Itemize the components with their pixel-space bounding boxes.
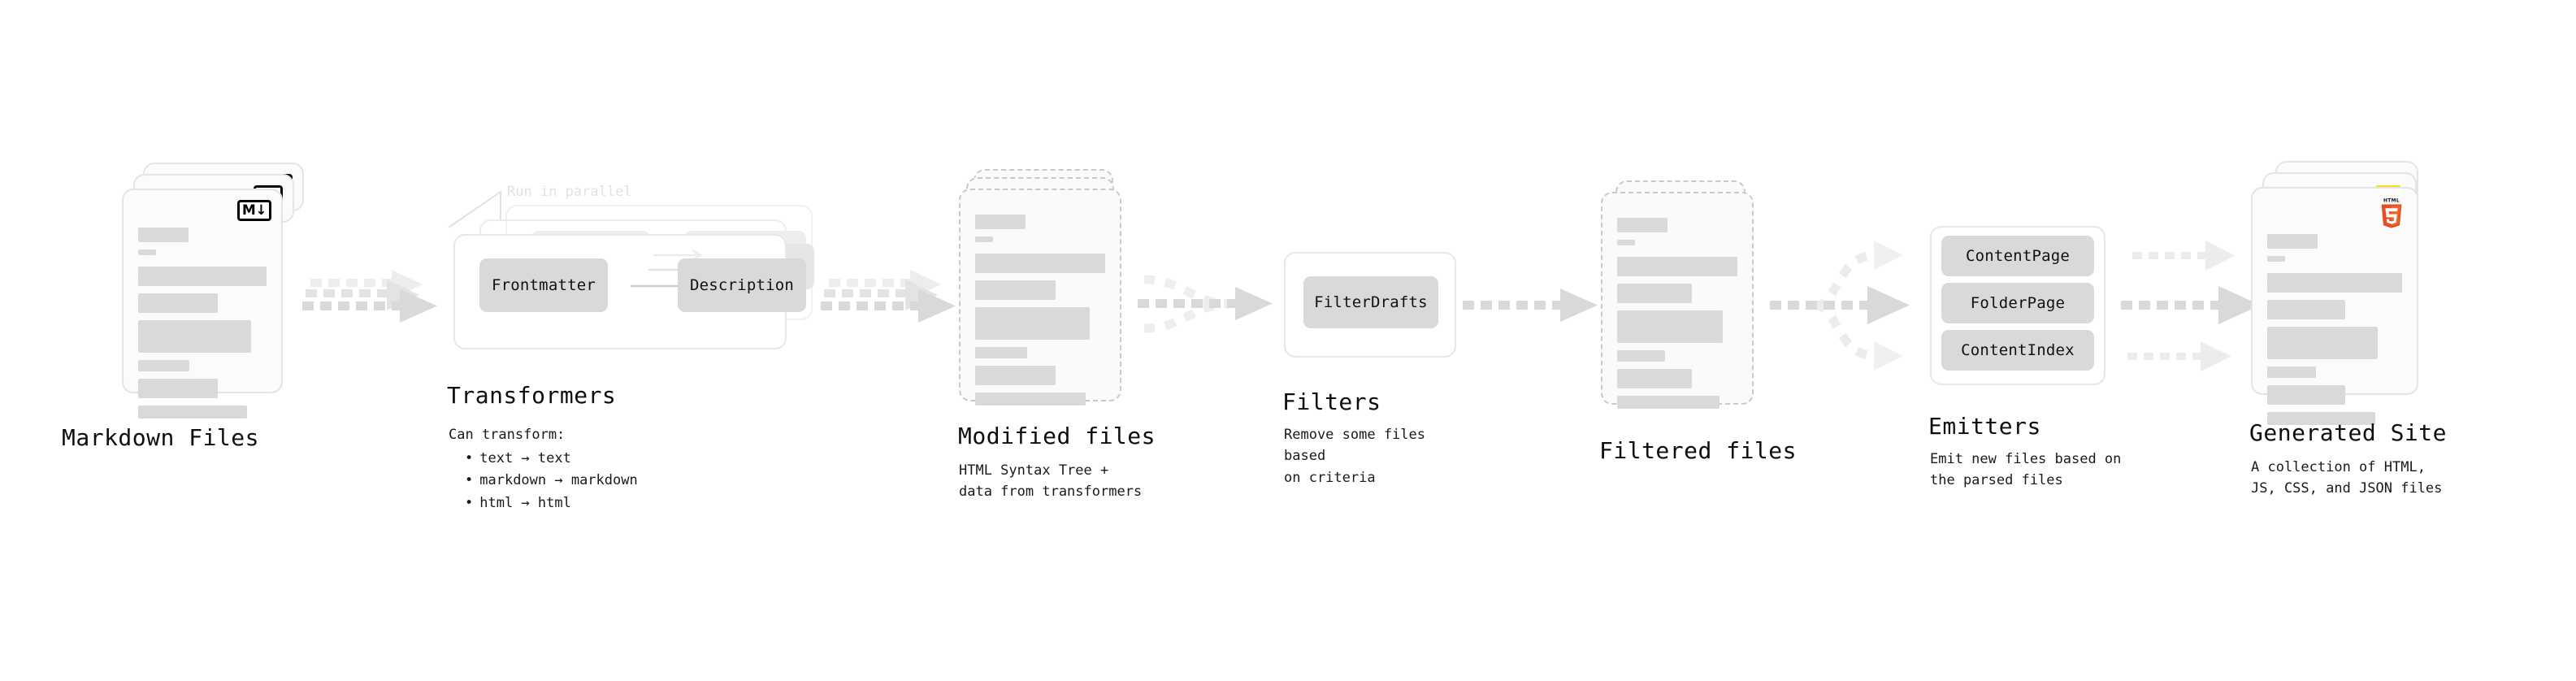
stage-title-emitters: Emitters (1928, 413, 2041, 440)
run-in-parallel-label: Run in parallel (507, 184, 632, 200)
emitters-pill-contentindex[interactable]: ContentIndex (1941, 330, 2094, 371)
generated-doc-front-html: HTML (2251, 187, 2418, 425)
stage-title-filters: Filters (1282, 388, 1381, 415)
transformers-caption-item: text → text (465, 448, 638, 470)
svg-text:HTML: HTML (2383, 199, 2400, 204)
filtered-doc-front (1601, 192, 1754, 409)
transformers-caption-item: markdown → markdown (465, 470, 637, 492)
html5-icon: HTML (2378, 197, 2405, 232)
modified-doc-front (959, 189, 1121, 406)
stage-filters: FilterDrafts Filters Remove some files b… (1282, 252, 1471, 486)
stage-title-markdown-files: Markdown Files (62, 424, 260, 451)
emitters-pill-folderpage[interactable]: FolderPage (1941, 283, 2094, 323)
transformer-pill-description[interactable]: Description (678, 258, 806, 312)
arrow-markdown-to-transformers (302, 270, 449, 340)
stage-markdown-files: M↓ M↓ M↓ (62, 163, 309, 451)
arrow-transformers-to-modified (821, 270, 967, 340)
document-skeleton (2267, 234, 2402, 432)
generated-site-file-stack: CSS HTML (2251, 161, 2462, 429)
stage-title-modified-files: Modified files (958, 423, 1156, 449)
run-in-parallel-leader-line (448, 180, 562, 237)
stage-transformers: Run in parallel Fron (447, 180, 830, 511)
modified-file-stack (959, 169, 1146, 437)
stage-subtitle-filters: Remove some files based on criteria (1284, 427, 1425, 486)
stage-subtitle-generated-site: A collection of HTML, JS, CSS, and JSON … (2251, 459, 2443, 497)
arrow-emitters-to-generated-site (2121, 234, 2275, 380)
arrow-modified-to-filters (1138, 268, 1292, 349)
stage-subtitle-emitters: Emit new files based on the parsed files (1930, 451, 2122, 489)
stage-modified-files: Modified files HTML Syntax Tree + data f… (958, 169, 1156, 500)
transformers-caption: Can transform: text → text markdown → ma… (449, 424, 638, 514)
emitters-pill-contentpage[interactable]: ContentPage (1941, 236, 2094, 276)
transformer-pill-frontmatter[interactable]: Frontmatter (479, 258, 608, 312)
stage-title-filtered-files: Filtered files (1599, 437, 1798, 464)
transformers-caption-list: text → text markdown → markdown html → h… (449, 448, 638, 514)
stage-emitters: ContentPage FolderPage ContentIndex Emit… (1928, 226, 2133, 488)
markdown-doc-front: M↓ (122, 189, 283, 419)
stage-title-transformers: Transformers (447, 382, 617, 409)
document-skeleton (1617, 218, 1737, 416)
filters-pill-filterdrafts[interactable]: FilterDrafts (1303, 276, 1438, 328)
filtered-file-stack (1601, 180, 1788, 440)
transformers-caption-lead: Can transform: (449, 427, 566, 443)
stage-generated-site: CSS HTML (2249, 161, 2462, 497)
arrow-filters-to-filtered (1463, 288, 1601, 340)
document-skeleton (138, 228, 267, 426)
stage-filtered-files: Filtered files (1599, 180, 1797, 464)
document-skeleton (975, 215, 1105, 413)
markdown-file-stack: M↓ M↓ M↓ (122, 163, 309, 423)
transformers-caption-item: html → html (465, 492, 638, 514)
stage-title-generated-site: Generated Site (2249, 419, 2448, 446)
stage-subtitle-modified-files: HTML Syntax Tree + data from transformer… (959, 462, 1143, 501)
arrow-filtered-to-emitters (1770, 234, 1932, 380)
markdown-icon: M↓ (237, 200, 271, 221)
